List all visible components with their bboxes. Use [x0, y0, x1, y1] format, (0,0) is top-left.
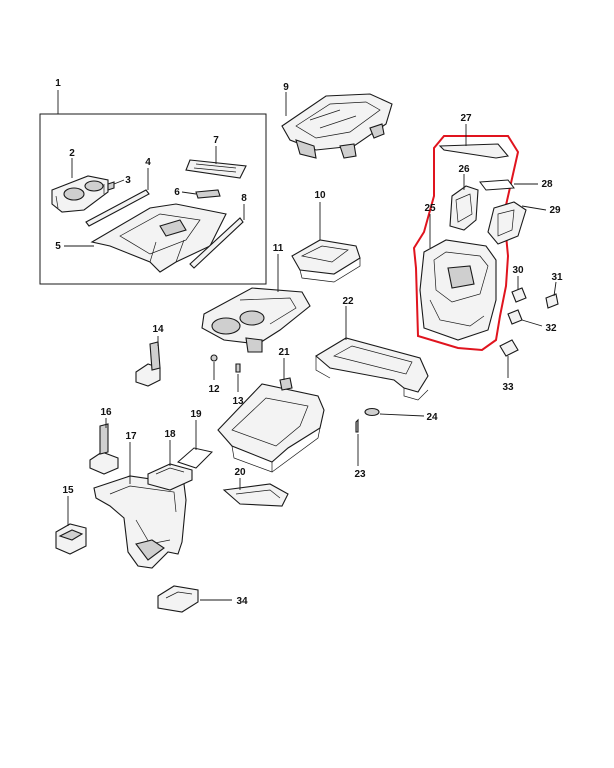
part-18-mount[interactable] [147, 463, 193, 491]
callout-17: 17 [125, 431, 137, 442]
part-3-clip[interactable] [107, 181, 115, 191]
callout-5: 5 [55, 241, 61, 252]
callout-15: 15 [62, 485, 74, 496]
highlight-outline [412, 135, 520, 352]
part-17-lower-bracket[interactable] [93, 475, 187, 569]
part-26-vent-bracket[interactable] [449, 185, 479, 231]
part-20-pad[interactable] [222, 483, 289, 507]
callout-10: 10 [314, 190, 326, 201]
part-7-trim-plate[interactable] [185, 159, 247, 179]
part-34-control-module[interactable] [157, 585, 199, 613]
callout-3: 3 [125, 175, 131, 186]
callout-26: 26 [458, 164, 470, 175]
part-4-trim-strip[interactable] [85, 189, 150, 227]
callout-33: 33 [502, 382, 514, 393]
part-32-outlet[interactable] [507, 309, 523, 325]
callout-28: 28 [541, 179, 553, 190]
part-25-rear-panel[interactable] [419, 239, 497, 341]
callout-21: 21 [278, 347, 290, 358]
callout-8: 8 [241, 193, 247, 204]
callout-22: 22 [342, 296, 354, 307]
part-16-bracket[interactable] [89, 423, 119, 475]
callout-34: 34 [236, 596, 248, 607]
part-22-rear-trim[interactable] [315, 337, 429, 401]
callout-6: 6 [174, 187, 180, 198]
callout-12: 12 [208, 384, 220, 395]
part-33-usb-port[interactable] [499, 339, 519, 357]
callout-18: 18 [164, 429, 176, 440]
callout-7: 7 [213, 135, 219, 146]
leader-6 [181, 191, 197, 195]
callout-25: 25 [424, 203, 436, 214]
callout-16: 16 [100, 407, 112, 418]
callout-2: 2 [69, 148, 75, 159]
callout-32: 32 [545, 323, 557, 334]
part-21-console-base[interactable] [217, 377, 325, 473]
part-15-switch-module[interactable] [55, 523, 87, 555]
part-11-console-bin[interactable] [201, 287, 311, 353]
part-29-rear-vent[interactable] [487, 201, 527, 245]
callout-20: 20 [234, 467, 246, 478]
part-27-trim-strip[interactable] [438, 143, 510, 159]
callout-19: 19 [190, 409, 202, 420]
part-8-side-strip[interactable] [189, 217, 244, 269]
callout-29: 29 [549, 205, 561, 216]
part-9-storage-tray[interactable] [281, 93, 393, 159]
part-31-switch[interactable] [545, 293, 559, 309]
part-12-fastener[interactable] [210, 354, 218, 362]
part-13-screw[interactable] [235, 363, 241, 373]
part-5-console-bezel[interactable] [90, 203, 227, 273]
part-10-small-tray[interactable] [291, 239, 361, 283]
leader-31 [553, 281, 557, 297]
callout-30: 30 [512, 265, 524, 276]
callout-31: 31 [551, 272, 563, 283]
part-28-label-plate[interactable] [479, 179, 515, 191]
part-30-switch[interactable] [511, 287, 527, 303]
leader-24 [379, 413, 425, 417]
leader-29 [521, 205, 547, 211]
leader-32 [521, 319, 543, 327]
callout-27: 27 [460, 113, 472, 124]
callout-14: 14 [152, 324, 164, 335]
leader-3 [113, 179, 125, 185]
callout-9: 9 [283, 82, 289, 93]
part-19-plate[interactable] [177, 447, 213, 469]
part-23-pin[interactable] [355, 418, 359, 433]
callout-24: 24 [426, 412, 438, 423]
part-24-grommet[interactable] [364, 407, 380, 417]
callout-13: 13 [232, 396, 244, 407]
part-2-cupholder-insert[interactable] [51, 175, 109, 213]
callout-23: 23 [354, 469, 366, 480]
assembly-1-frame [39, 113, 267, 285]
callout-11: 11 [273, 243, 284, 254]
callout-4: 4 [145, 157, 151, 168]
part-6-switch[interactable] [195, 189, 221, 199]
part-14-connector[interactable] [135, 341, 161, 387]
callout-1: 1 [55, 78, 61, 89]
